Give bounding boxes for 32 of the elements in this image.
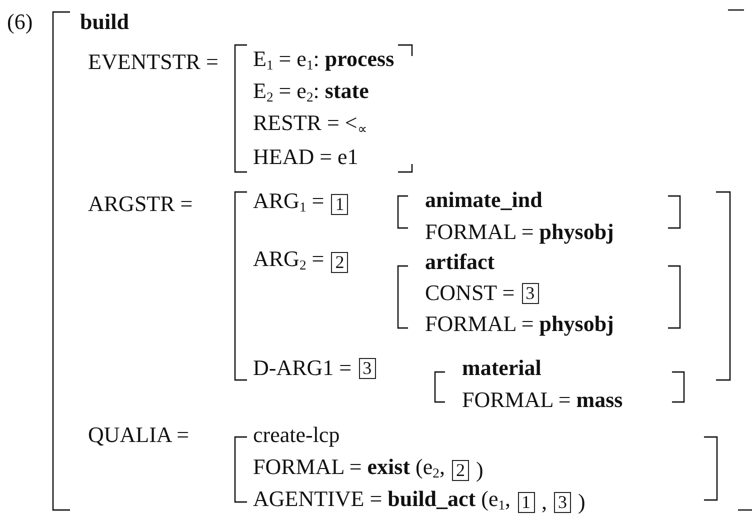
- coindex-tag: 2: [331, 252, 348, 272]
- type-name: create-lcp: [253, 421, 340, 449]
- feature-value-pair: FORMAL = physobj: [425, 310, 614, 338]
- feature-value-pair: RESTR = <$_{∝}$: [253, 108, 368, 138]
- feature-value-pair: HEAD = e1: [253, 143, 358, 171]
- coindex-tag: 3: [522, 282, 539, 304]
- coindex-tag: 3: [358, 358, 376, 378]
- type-name: artifact: [425, 248, 495, 276]
- feature-value-pair: AGENTIVE = build_act (e$_{1}$,: [253, 484, 511, 514]
- type-name: build: [80, 8, 129, 36]
- coindex-tag: 2: [452, 460, 469, 480]
- coindex-tag: 1: [331, 194, 348, 214]
- feature-label: ARGSTR =: [88, 190, 193, 218]
- example-number: (6): [7, 8, 33, 36]
- feature-value-pair: ARG$_{1}$ =: [253, 186, 324, 216]
- feature-value-pair: FORMAL = exist (e$_{2}$,: [253, 452, 445, 482]
- feature-value-pair: E$_{1}$ = e$_{1}$: process: [253, 44, 394, 74]
- feature-value-pair: FORMAL = mass: [462, 386, 623, 414]
- feature-label: QUALIA =: [88, 421, 190, 449]
- feature-value-pair: CONST =: [425, 279, 515, 307]
- feature-value-pair: E$_{2}$ = e$_{2}$: state: [253, 76, 369, 106]
- comma: ,: [542, 488, 548, 516]
- feature-value-pair: ARG$_{2}$ =: [253, 244, 324, 274]
- feature-value-pair: FORMAL = physobj: [425, 218, 614, 246]
- type-name: material: [462, 354, 542, 382]
- feature-value-pair: D-ARG1 =: [253, 354, 352, 382]
- type-name: animate_ind: [425, 186, 542, 214]
- coindex-tag: 3: [554, 492, 572, 512]
- feature-label: EVENTSTR =: [88, 48, 218, 76]
- parenthesis: ): [476, 456, 484, 484]
- parenthesis: ): [578, 488, 586, 516]
- coindex-tag: 1: [518, 492, 535, 512]
